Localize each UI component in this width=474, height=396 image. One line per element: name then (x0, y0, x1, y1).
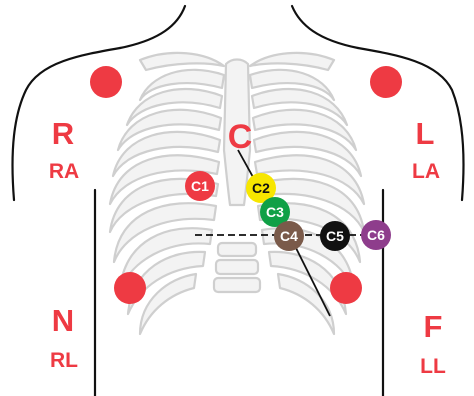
spine (214, 243, 260, 292)
shoulder-right-line (358, 48, 464, 200)
electrode-c3-label: C3 (266, 204, 284, 220)
label-la: LA (412, 161, 440, 182)
label-r: R (52, 118, 74, 149)
electrode-rl (114, 272, 146, 304)
label-rl: RL (50, 350, 78, 371)
neck-left-line (120, 6, 185, 48)
label-n: N (52, 305, 74, 336)
label-l: L (416, 118, 435, 149)
electrode-c4: C4 (274, 221, 304, 251)
label-f: F (424, 311, 443, 342)
ribcage (110, 53, 364, 334)
label-chest-c: C (228, 120, 253, 154)
label-ra: RA (49, 161, 79, 182)
electrode-c6-label: C6 (367, 227, 385, 243)
electrode-c4-label: C4 (280, 228, 298, 244)
electrode-c5: C5 (320, 221, 350, 251)
neck-right-line (292, 6, 358, 48)
label-ll: LL (420, 356, 446, 377)
electrode-c1: C1 (185, 171, 215, 201)
electrode-la (370, 66, 402, 98)
electrode-c6: C6 (361, 220, 391, 250)
electrode-c2-label: C2 (252, 180, 270, 196)
electrode-c5-label: C5 (326, 228, 344, 244)
clavicle-left (140, 53, 224, 70)
clavicle-right (250, 53, 334, 70)
electrode-ra (90, 66, 122, 98)
electrode-c1-label: C1 (191, 178, 209, 194)
electrode-ll (330, 272, 362, 304)
